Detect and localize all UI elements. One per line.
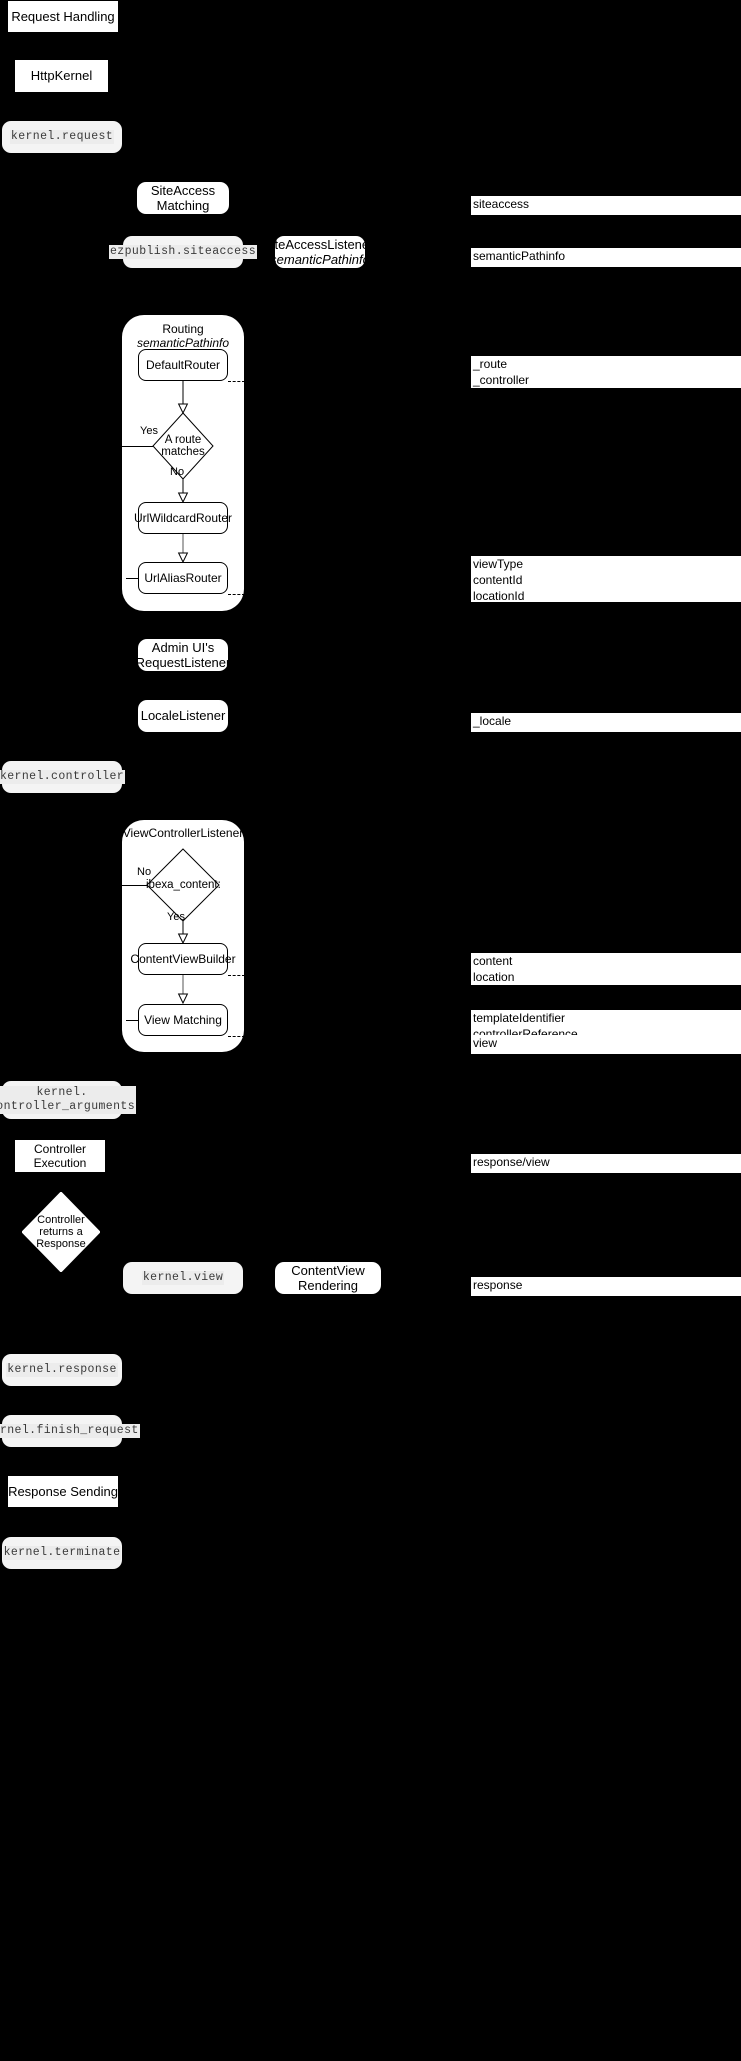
event-kernel-terminate: kernel.terminate	[2, 1537, 122, 1569]
node-label: SiteAccessListener:	[262, 236, 378, 252]
node-siteaccess-listener: SiteAccessListener: semanticPathinfo	[263, 236, 377, 268]
banner-response-sending: Response Sending	[8, 1476, 118, 1507]
arrow-decision-to-wildcard-router	[177, 479, 189, 504]
event-label: kernel. controller_arguments	[0, 1086, 137, 1114]
node-label: UrlWildcardRouter	[133, 510, 233, 525]
dashed-connector-content-view-builder	[228, 975, 245, 976]
attr-view: view	[471, 1035, 741, 1054]
routing-title-emphasis: semanticPathinfo	[136, 336, 230, 350]
node-label: UrlAliasRouter	[144, 570, 222, 585]
edge-label-view-yes: Yes	[167, 911, 185, 923]
node-label: Admin UI's RequestListener	[135, 639, 231, 670]
node-label: Controller Execution	[33, 1141, 87, 1170]
event-label: kernel.terminate	[2, 1546, 122, 1560]
attr-line: locationId	[473, 588, 525, 603]
attr-content-location: content location	[471, 953, 741, 985]
attr-siteaccess: siteaccess	[471, 196, 741, 215]
attr-line: semanticPathinfo	[473, 249, 566, 263]
attr-line: contentId	[473, 572, 523, 587]
node-view-matching: View Matching	[138, 1004, 228, 1036]
arrow-content-view-builder-to-view-matching	[177, 975, 189, 1005]
node-label: LocaleListener	[140, 708, 226, 724]
edge-label-route-no: No	[170, 466, 185, 478]
node-siteaccess-matching: SiteAccess Matching	[137, 182, 229, 214]
attr-line: view	[473, 1036, 498, 1050]
connector-view-matching-left	[126, 1020, 139, 1021]
attr-line: siteaccess	[473, 197, 530, 211]
attr-line: response/view	[473, 1155, 550, 1169]
dashed-connector-view-matching	[228, 1036, 245, 1037]
banner-shape	[8, 1476, 118, 1507]
attr-line: response	[473, 1278, 523, 1292]
event-label: ezpublish.siteaccess	[108, 245, 258, 259]
event-kernel-view: kernel.view	[123, 1262, 243, 1294]
attr-line: content	[473, 954, 513, 968]
attr-line: _locale	[473, 714, 512, 728]
event-label: kernel.response	[6, 1363, 118, 1377]
node-default-router: DefaultRouter	[138, 349, 228, 381]
group-view-controller-listener-title: ViewControllerListener	[122, 826, 244, 840]
attr-semantic-pathinfo: semanticPathinfo	[471, 248, 741, 267]
arrow-default-router-to-decision	[177, 381, 189, 415]
attr-line: viewType	[473, 557, 524, 571]
arrow-decision-to-content-view-builder	[177, 921, 189, 945]
event-ezpublish-siteaccess: ezpublish.siteaccess	[108, 236, 258, 268]
node-label: DefaultRouter	[145, 357, 221, 372]
attr-response: response	[471, 1277, 741, 1296]
attr-response-view: response/view	[471, 1154, 741, 1173]
node-url-wildcard-router: UrlWildcardRouter	[134, 502, 232, 534]
banner-request-handling: Request Handling	[8, 1, 118, 32]
attr-locale: _locale	[471, 713, 741, 732]
node-content-view-builder: ContentViewBuilder	[130, 943, 236, 975]
attr-route-controller: _route _controller	[471, 356, 741, 388]
event-label: kernel.controller	[0, 770, 126, 784]
connector-view-no	[122, 885, 148, 886]
attr-line: _route	[473, 357, 508, 371]
node-label: HttpKernel	[30, 68, 93, 84]
banner-label: Response Sending	[8, 1483, 118, 1499]
event-kernel-request: kernel.request	[2, 121, 122, 153]
attr-line: _controller	[473, 372, 530, 387]
node-url-alias-router: UrlAliasRouter	[138, 562, 228, 594]
node-label: SiteAccess Matching	[150, 182, 216, 213]
decision-controller-returns-response: Controller returns a Response	[22, 1192, 100, 1272]
node-controller-execution: Controller Execution	[15, 1140, 105, 1172]
node-label: ContentViewBuilder	[130, 951, 236, 966]
event-kernel-controller: kernel.controller	[0, 761, 126, 793]
edge-label-view-no: No	[137, 866, 152, 878]
event-kernel-response: kernel.response	[2, 1354, 122, 1386]
connector-route-yes	[122, 446, 153, 447]
event-label: kernel.view	[141, 1271, 225, 1285]
node-http-kernel: HttpKernel	[15, 60, 108, 92]
connector-url-alias-left	[126, 578, 139, 579]
node-label: View Matching	[144, 1012, 222, 1027]
event-label: kernel.request	[9, 130, 115, 144]
node-label: ContentView Rendering	[291, 1262, 365, 1293]
edge-label-route-yes: Yes	[140, 425, 158, 437]
banner-label: Request Handling	[11, 8, 115, 24]
node-admin-ui-request-listener: Admin UI's RequestListener	[135, 639, 231, 671]
arrow-wildcard-to-alias-router	[177, 534, 189, 564]
event-label: kernel.finish_request	[0, 1424, 140, 1438]
attr-line: location	[473, 969, 515, 984]
event-kernel-controller-arguments: kernel. controller_arguments	[0, 1081, 137, 1119]
dashed-connector-default-router	[228, 381, 245, 382]
event-kernel-finish-request: kernel.finish_request	[0, 1415, 140, 1447]
node-content-view-rendering: ContentView Rendering	[275, 1262, 381, 1294]
node-label-emphasis: semanticPathinfo	[270, 252, 370, 267]
routing-title-prefix: Routing	[162, 322, 204, 336]
node-locale-listener: LocaleListener	[138, 700, 228, 732]
dashed-connector-url-alias	[228, 594, 245, 595]
banner-shape	[8, 1, 118, 32]
attr-line: templateIdentifier	[473, 1011, 566, 1025]
attr-viewtype-contentid-locationid: viewType contentId locationId	[471, 556, 741, 603]
